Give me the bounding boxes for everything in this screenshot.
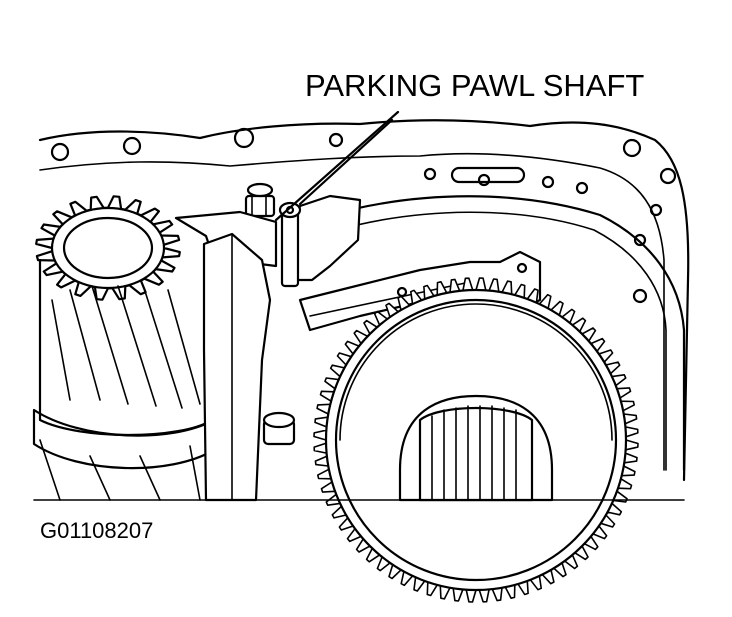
- flange-bolt-hole: [649, 203, 663, 217]
- figure-id: G01108207: [40, 518, 154, 543]
- callout-leader: [274, 110, 400, 222]
- housing-wall: [202, 232, 272, 502]
- shaft-bracket: [290, 194, 362, 282]
- drum-spline-lines: [51, 285, 201, 409]
- case-flange-inner: [39, 152, 665, 471]
- callout-label: PARKING PAWL SHAFT: [305, 68, 645, 103]
- plate-hole: [632, 288, 648, 304]
- bolt: [244, 194, 276, 218]
- plate-hole: [633, 233, 647, 247]
- ring-plate-edge: [329, 211, 667, 471]
- flange-bolt-hole: [477, 173, 491, 187]
- pinion-gear: [35, 195, 181, 301]
- flange-slot: [450, 166, 526, 184]
- housing-ribs: [39, 439, 201, 501]
- flange-bolt-hole: [50, 142, 70, 162]
- flange-bolt-hole: [233, 127, 255, 149]
- callout-leader: [298, 118, 394, 206]
- flange-bolt-hole: [122, 136, 142, 156]
- flange-bolt-hole: [659, 167, 677, 185]
- ring-plate-outer: [328, 195, 686, 472]
- flange-bolt-hole: [622, 138, 642, 158]
- flange-bolt-hole: [328, 132, 344, 148]
- parking-pawl: [298, 250, 542, 332]
- flange-bolt-hole: [575, 181, 589, 195]
- flange-bolt-hole: [541, 175, 555, 189]
- flange-bolt-hole: [423, 167, 437, 181]
- pawl-hole: [516, 262, 528, 274]
- case-flange-outline: [38, 119, 690, 482]
- drum-rim: [32, 408, 216, 470]
